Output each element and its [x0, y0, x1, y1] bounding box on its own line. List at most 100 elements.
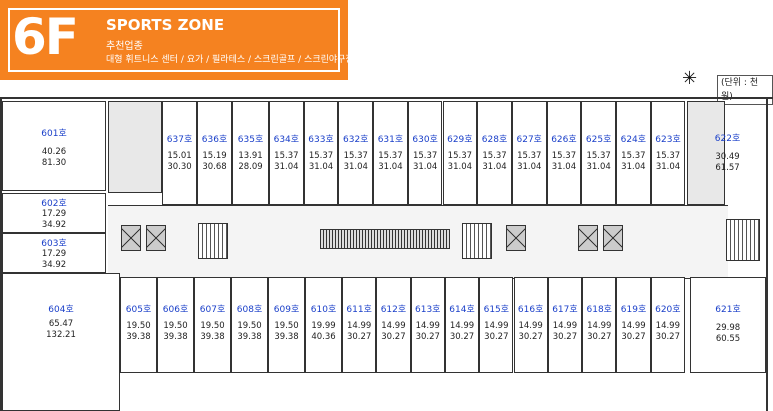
unit-number: 629호	[447, 135, 473, 145]
unit-number: 617호	[552, 305, 578, 315]
floor-label: 6F	[12, 8, 79, 66]
unit-number: 613호	[415, 305, 441, 315]
unit-number: 626호	[551, 135, 577, 145]
floor-plan: 601호 40.26 81.30 602호 17.29 34.92 603호 1…	[0, 97, 773, 411]
unit-price: 30.27	[484, 332, 509, 342]
outer-wall-top	[0, 97, 773, 99]
unit-area: 14.99	[518, 321, 543, 331]
unit-price: 30.27	[381, 332, 406, 342]
core-east	[687, 101, 725, 205]
unit-622[interactable]: 622호 30.49 61.57	[689, 101, 766, 205]
unit-price: 30.27	[655, 332, 680, 342]
unit-price: 30.27	[552, 332, 578, 342]
unit-price: 31.04	[482, 162, 507, 172]
unit-area: 15.01	[167, 151, 192, 161]
unit-area: 15.37	[412, 151, 438, 161]
unit-number: 612호	[380, 305, 407, 315]
unit-area: 19.50	[237, 321, 262, 331]
unit-price: 31.04	[412, 162, 438, 172]
unit-621[interactable]: 621호 29.98 60.55	[690, 277, 766, 373]
unit-number: 602호	[41, 199, 67, 209]
unit-price: 39.38	[274, 332, 299, 342]
unit-number: 604호	[48, 305, 74, 315]
unit-area: 19.50	[126, 321, 151, 331]
unit-price: 31.04	[308, 162, 334, 172]
unit-number: 624호	[620, 135, 647, 145]
unit-number: 637호	[166, 135, 193, 145]
unit-number: 608호	[236, 305, 263, 315]
unit-area: 15.37	[378, 151, 403, 161]
unit-number: 609호	[273, 305, 300, 315]
unit-area: 13.91	[238, 151, 263, 161]
unit-area: 19.50	[274, 321, 299, 331]
unit-number: 603호	[41, 239, 67, 249]
unit-area: 15.37	[551, 151, 577, 161]
unit-number: 622호	[714, 134, 741, 144]
unit-number: 610호	[310, 305, 337, 315]
unit-area: 17.29	[41, 249, 67, 259]
unit-number: 621호	[715, 305, 741, 315]
zone-banner: 6F SPORTS ZONE 추천업종 대형 휘트니스 센터 / 요가 / 필라…	[0, 0, 354, 80]
unit-601[interactable]: 601호 40.26 81.30	[2, 101, 106, 191]
unit-number: 635호	[237, 135, 264, 145]
unit-price: 30.30	[167, 162, 192, 172]
unit-602[interactable]: 602호 17.29 34.92	[2, 193, 106, 233]
elevator-icon	[121, 225, 141, 251]
unit-area: 14.99	[449, 321, 475, 331]
unit-604[interactable]: 604호 65.47 132.21	[2, 273, 120, 411]
outer-wall-right	[766, 97, 768, 411]
unit-area: 30.49	[715, 152, 740, 162]
unit-price: 31.04	[551, 162, 577, 172]
unit-price: 31.04	[517, 162, 542, 172]
elevator-icon	[578, 225, 598, 251]
unit-price: 39.38	[126, 332, 151, 342]
unit-603[interactable]: 603호 17.29 34.92	[2, 233, 106, 273]
unit-price: 31.04	[655, 162, 681, 172]
unit-area: 15.37	[517, 151, 542, 161]
stair-icon	[462, 223, 492, 259]
unit-price: 39.38	[237, 332, 262, 342]
unit-area: 15.37	[655, 151, 681, 161]
unit-number: 632호	[343, 135, 369, 145]
unit-price: 30.27	[518, 332, 543, 342]
unit-number: 630호	[412, 135, 438, 145]
unit-area: 14.99	[655, 321, 680, 331]
unit-price: 28.09	[238, 162, 263, 172]
unit-area: 29.98	[715, 323, 741, 333]
unit-number: 615호	[483, 305, 510, 315]
unit-number: 601호	[41, 129, 67, 139]
elevator-icon	[146, 225, 166, 251]
elevator-icon	[603, 225, 623, 251]
